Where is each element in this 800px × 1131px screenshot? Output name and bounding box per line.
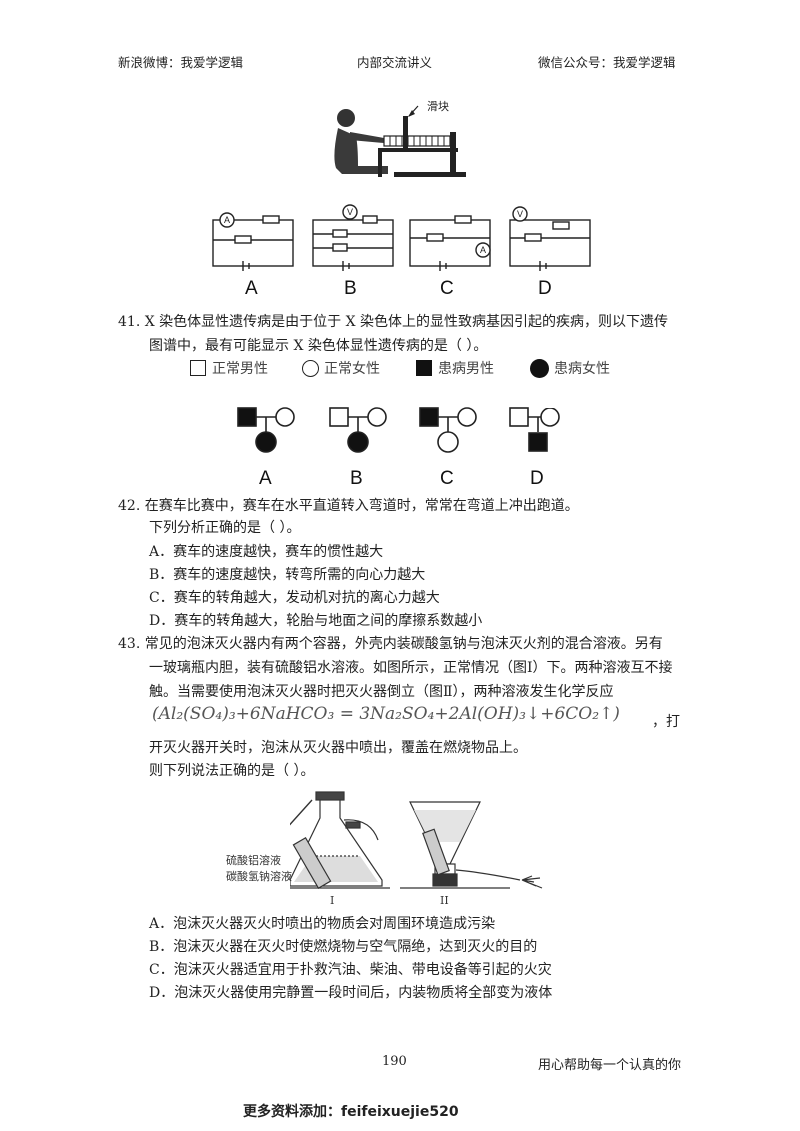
ammeter-icon: A <box>480 245 486 255</box>
affected-male-icon <box>416 360 432 376</box>
q42-option-d: D．赛车的转角越大，轮胎与地面之间的摩擦系数越小 <box>149 613 483 629</box>
header-right: 微信公众号：我爱学逻辑 <box>538 55 676 70</box>
normal-male-icon <box>190 360 206 376</box>
q42-option-a: A．赛车的速度越快，赛车的惯性越大 <box>149 544 384 560</box>
circuit-label-b: B <box>344 278 357 299</box>
pedigree-charts <box>237 407 548 453</box>
label-aluminum-sulfate: 硫酸铝溶液 <box>226 854 281 867</box>
pedigree-legend: 正常男性 正常女性 患病男性 患病女性 <box>190 358 620 380</box>
q43-option-c: C．泡沫灭火器适宜用于扑救汽油、柴油、带电设备等引起的火灾 <box>149 962 552 978</box>
q42-line1: 42. 在赛车比赛中，赛车在水平直道转入弯道时，常常在弯道上冲出跑道。 <box>118 498 579 514</box>
circuit-label-d: D <box>538 278 552 299</box>
page-number: 190 <box>382 1054 407 1069</box>
q43-line5: 则下列说法正确的是（ ）。 <box>149 763 315 779</box>
normal-female-icon <box>302 360 319 377</box>
pedigree-label-a: A <box>259 468 272 489</box>
figure-label-ii: II <box>440 894 449 907</box>
q42-line2: 下列分析正确的是（ ）。 <box>149 520 301 536</box>
pedigree-label-c: C <box>440 468 454 489</box>
q43-line2: 一玻璃瓶内胆，装有硫酸铝水溶液。如图所示，正常情况（图Ⅰ）下。两种溶液互不接 <box>149 660 673 676</box>
ammeter-icon: A <box>224 215 230 225</box>
affected-female-icon <box>530 359 549 378</box>
header-left: 新浪微博：我爱学逻辑 <box>118 55 244 70</box>
pedigree-label-b: B <box>350 468 363 489</box>
legend-affected-female: 患病女性 <box>554 361 610 377</box>
header-center: 内部交流讲义 <box>357 55 433 70</box>
q43-line4: 开灭火器开关时，泡沫从灭火器中喷出，覆盖在燃烧物品上。 <box>149 740 527 756</box>
q43-option-a: A．泡沫灭火器灭火时喷出的物质会对周围环境造成污染 <box>149 916 496 932</box>
figure-label-i: I <box>330 894 335 907</box>
footer-slogan: 用心帮助每一个认真的你 <box>538 1058 682 1073</box>
q41-line1: 41. X 染色体显性遗传病是由于位于 X 染色体上的显性致病基因引起的疾病，则… <box>118 314 668 330</box>
label-sodium-bicarbonate: 碳酸氢钠溶液 <box>226 870 292 883</box>
q43-line1: 43. 常见的泡沫灭火器内有两个容器，外壳内装碳酸氢钠与泡沫灭火剂的混合溶液。另… <box>118 636 663 652</box>
legend-normal-male: 正常男性 <box>212 361 268 377</box>
q42-option-b: B．赛车的速度越快，转弯所需的向心力越大 <box>149 567 426 583</box>
legend-normal-female: 正常女性 <box>324 361 380 377</box>
circuit-label-a: A <box>245 278 258 299</box>
voltmeter-icon: V <box>347 207 353 217</box>
q43-option-b: B．泡沫灭火器在灭火时使燃烧物与空气隔绝，达到灭火的目的 <box>149 939 538 955</box>
slider-figure <box>334 105 466 177</box>
circuit-diagrams: A V A V <box>212 204 591 271</box>
q43-formula-tail: ，打 <box>652 714 680 730</box>
voltmeter-icon: V <box>517 209 523 219</box>
q43-line3: 触。当需要使用泡沫灭火器时把灭火器倒立（图Ⅱ），两种溶液发生化学反应 <box>149 684 614 700</box>
footer-more: 更多资料添加：feifeixuejie520 <box>243 1104 459 1120</box>
q42-option-c: C．赛车的转角越大，发动机对抗的离心力越大 <box>149 590 440 606</box>
legend-affected-male: 患病男性 <box>438 361 494 377</box>
slider-label: 滑块 <box>427 100 449 113</box>
pedigree-d-mother <box>540 408 560 427</box>
q43-formula: (Al₂(SO₄)₃+6NaHCO₃ = 3Na₂SO₄+2Al(OH)₃↓+6… <box>152 704 620 724</box>
circuit-label-c: C <box>440 278 454 299</box>
q41-line2: 图谱中，最有可能显示 X 染色体显性遗传病的是（ ）。 <box>149 338 488 354</box>
pedigree-label-d: D <box>530 468 544 489</box>
q43-option-d: D．泡沫灭火器使用完静置一段时间后，内装物质将全部变为液体 <box>149 985 553 1001</box>
extinguisher-figure <box>290 791 543 889</box>
